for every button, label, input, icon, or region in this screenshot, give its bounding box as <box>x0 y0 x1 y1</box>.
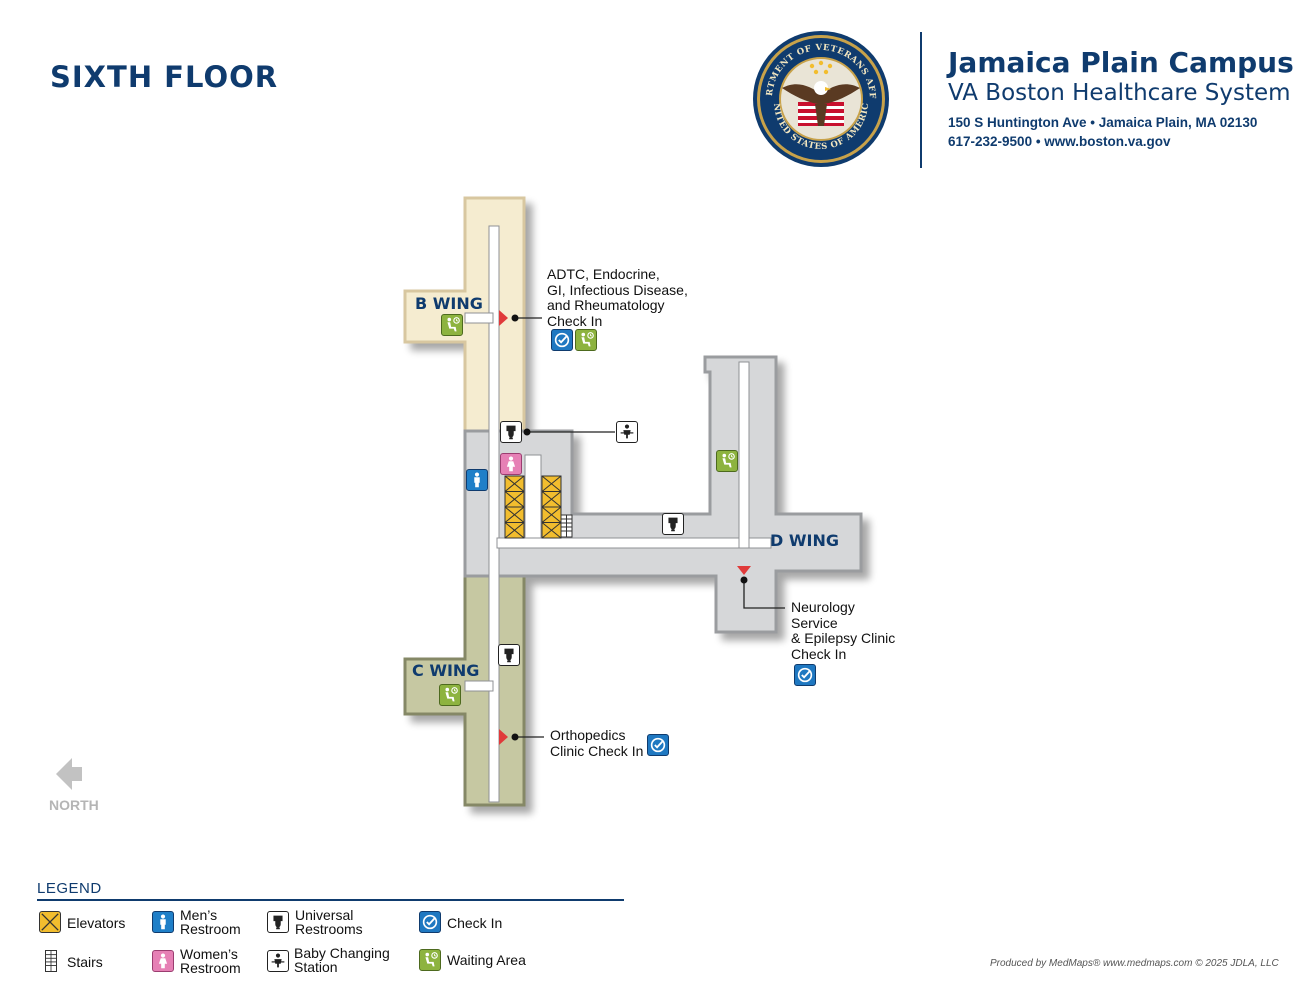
orthopedics-leader-dot <box>511 733 519 741</box>
elevator-icon <box>504 475 525 492</box>
legend-elevators-label: Elevators <box>67 915 126 931</box>
legend-universal-restrooms-label: Universal Restrooms <box>295 907 363 937</box>
legend-womens-restroom-label: Women’s Restroom <box>180 946 241 976</box>
legend-divider <box>37 899 624 901</box>
legend-waiting-area-label: Waiting Area <box>447 952 526 968</box>
legend-stairs-icon <box>45 950 57 972</box>
neurology-leader-line <box>743 580 785 609</box>
credit-line: Produced by MedMaps® www.medmaps.com © 2… <box>990 958 1279 969</box>
d-wing-universal-restroom-icon <box>662 513 684 535</box>
campus-name: Jamaica Plain Campus <box>948 46 1294 79</box>
b-wing-entrance-marker <box>499 310 508 326</box>
b-wing-side-corridor <box>464 312 494 324</box>
legend-universal-restroom-icon <box>267 911 289 933</box>
womens-restroom-icon <box>500 453 522 475</box>
campus-contact: 617-232-9500 • www.boston.va.gov <box>948 134 1171 149</box>
va-seal-logo: DEPARTMENT OF VETERANS AFFAIRS UNITED ST… <box>747 23 890 168</box>
b-wing-waiting-area-icon <box>441 314 463 336</box>
north-arrow-icon <box>52 754 86 794</box>
baby-changing-icon <box>616 421 638 443</box>
legend-mens-restroom-icon <box>152 911 174 933</box>
neurology-leader-dot <box>740 576 748 584</box>
legend-elevator-icon <box>39 911 61 933</box>
legend-baby-changing-icon <box>267 950 289 972</box>
mens-restroom-icon <box>466 469 488 491</box>
c-wing-side-corridor <box>464 680 494 692</box>
core-inner-corridor <box>524 454 542 539</box>
legend-mens-restroom-label: Men’s Restroom <box>180 907 241 937</box>
c-wing-universal-restroom-icon <box>498 644 520 666</box>
legend-check-in-label: Check In <box>447 915 503 931</box>
d-wing-label: D WING <box>770 531 839 550</box>
elevator-icon <box>541 475 562 492</box>
elevator-icon <box>541 491 562 508</box>
core-universal-restroom-icon <box>500 421 522 443</box>
legend-womens-restroom-icon <box>152 950 174 972</box>
legend-title: LEGEND <box>37 880 102 897</box>
legend-check-in-icon <box>419 911 441 933</box>
b-wing-label: B WING <box>415 294 483 313</box>
baby-changing-leader-dot <box>523 428 531 436</box>
elevator-icon <box>504 491 525 508</box>
elevator-icon <box>504 506 525 523</box>
neurology-callout-label: Neurology Service & Epilepsy Clinic Chec… <box>791 599 896 662</box>
north-label: NORTH <box>49 797 99 813</box>
c-wing-waiting-area-icon <box>439 684 461 706</box>
system-name: VA Boston Healthcare System <box>948 80 1291 106</box>
main-corridor <box>488 225 500 803</box>
d-wing-entrance-marker <box>737 566 751 575</box>
campus-address: 150 S Huntington Ave • Jamaica Plain, MA… <box>948 115 1258 130</box>
orthopedics-check-in-icon <box>647 734 669 756</box>
legend-stairs-label: Stairs <box>67 954 103 970</box>
adtc-leader-dot <box>511 314 519 322</box>
adtc-callout-label: ADTC, Endocrine, GI, Infectious Disease,… <box>547 266 688 329</box>
stairs-icon <box>560 514 573 538</box>
legend-baby-changing-label: Baby Changing Station <box>294 945 390 975</box>
c-wing-entrance-marker <box>499 729 508 745</box>
floor-title: SIXTH FLOOR <box>50 60 279 94</box>
elevator-icon <box>541 506 562 523</box>
adtc-check-in-icon <box>551 329 573 351</box>
orthopedics-callout-label: Orthopedics Clinic Check In <box>550 727 644 759</box>
d-wing-waiting-area-icon <box>716 450 738 472</box>
legend-waiting-area-icon <box>419 949 441 971</box>
elevator-icon <box>504 522 525 539</box>
c-wing-label: C WING <box>412 661 479 680</box>
neurology-check-in-icon <box>794 664 816 686</box>
adtc-waiting-area-icon <box>575 329 597 351</box>
header-divider <box>920 32 922 168</box>
d-wing-vertical-corridor <box>738 361 750 549</box>
d-wing-horizontal-corridor <box>496 537 772 549</box>
elevator-icon <box>541 522 562 539</box>
